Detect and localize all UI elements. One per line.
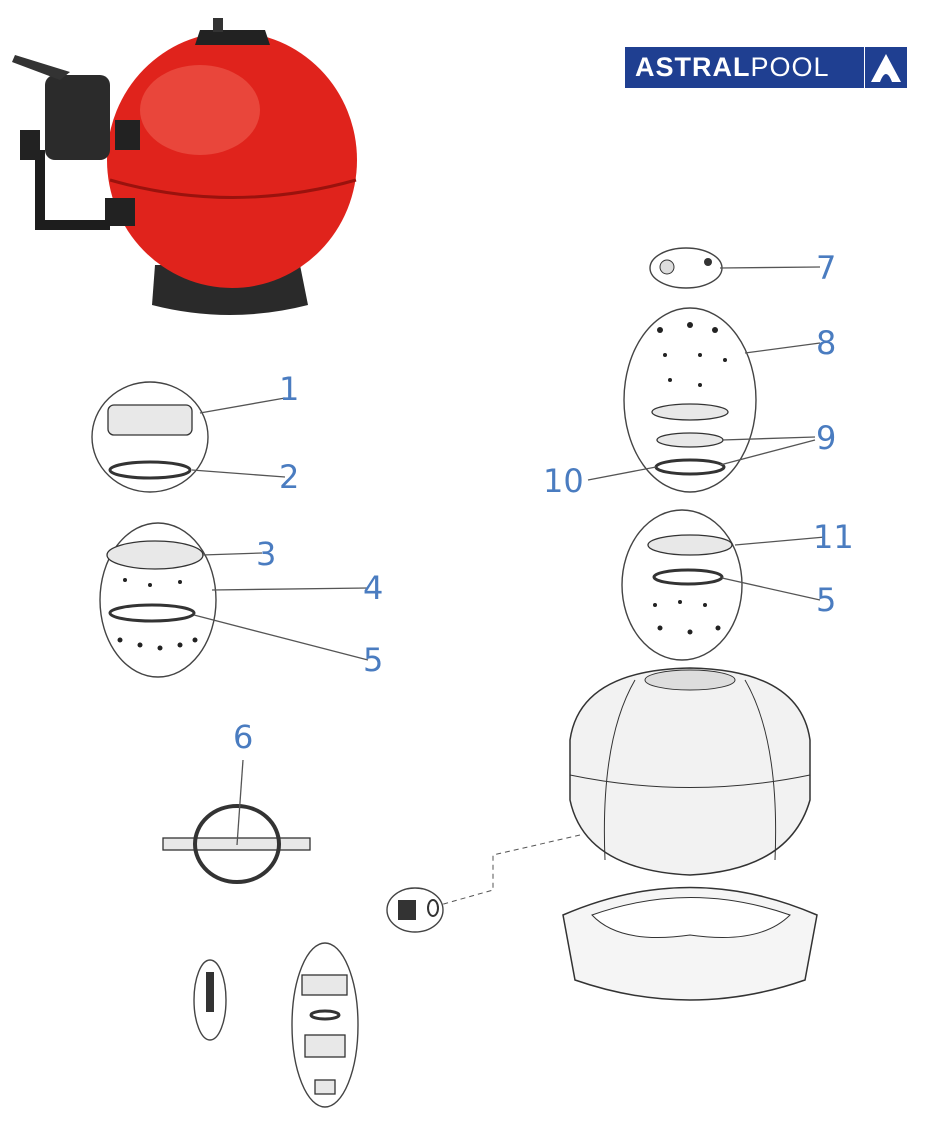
callout-7: 7: [816, 249, 836, 287]
callout-5-left: 5: [363, 641, 383, 679]
part-group-collar: [99, 522, 369, 678]
logo-triangle-icon: [864, 47, 907, 88]
callout-8: 8: [816, 324, 836, 362]
callout-6: 6: [233, 718, 253, 756]
callout-5-right: 5: [816, 581, 836, 619]
part-diffuser: [162, 759, 311, 884]
astralpool-logo: ASTRALPOOL: [625, 47, 907, 88]
callout-3: 3: [256, 535, 276, 573]
callout-2: 2: [279, 458, 299, 496]
callout-10: 10: [543, 462, 584, 500]
callout-1: 1: [279, 370, 299, 408]
part-group-gauge: [649, 247, 821, 289]
callout-4: 4: [363, 569, 383, 607]
part-group-lid: [91, 381, 286, 493]
callout-11: 11: [813, 518, 854, 556]
logo-wordmark: ASTRALPOOL: [635, 52, 830, 82]
part-group-cover: [587, 307, 821, 493]
filter-product-photo: [12, 18, 357, 315]
part-group-top-collar: [621, 509, 826, 661]
part-group-drain: [193, 942, 359, 1108]
callout-9: 9: [816, 419, 836, 457]
part-tank-shell: [386, 667, 818, 1001]
